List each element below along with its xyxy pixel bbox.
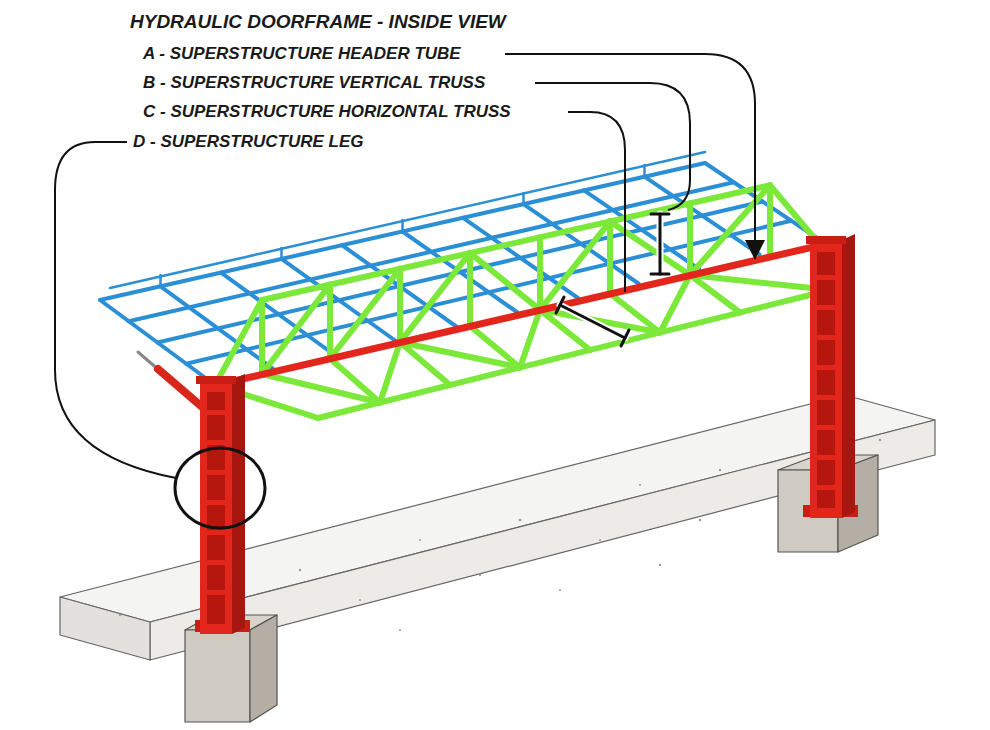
part-label: D - SUPERSTRUCTURE LEG (133, 132, 363, 152)
part-label: A - SUPERSTRUCTURE HEADER TUBE (143, 44, 461, 64)
superstructure-leg (195, 374, 250, 634)
leader-line (55, 54, 755, 478)
concrete-slab (60, 395, 935, 660)
part-label: C - SUPERSTRUCTURE HORIZONTAL TRUSS (143, 102, 511, 122)
footing (185, 455, 878, 722)
diagram-title: HYDRAULIC DOORFRAME - INSIDE VIEW (130, 12, 506, 32)
callout-circle (175, 448, 265, 528)
dimension-marker (556, 214, 669, 346)
superstructure-leg (803, 234, 858, 518)
part-label: B - SUPERSTRUCTURE VERTICAL TRUSS (143, 73, 485, 93)
arrowhead (745, 240, 765, 260)
header-tube (212, 245, 822, 386)
vertical-truss (215, 185, 820, 385)
horizontal-truss (215, 245, 830, 418)
